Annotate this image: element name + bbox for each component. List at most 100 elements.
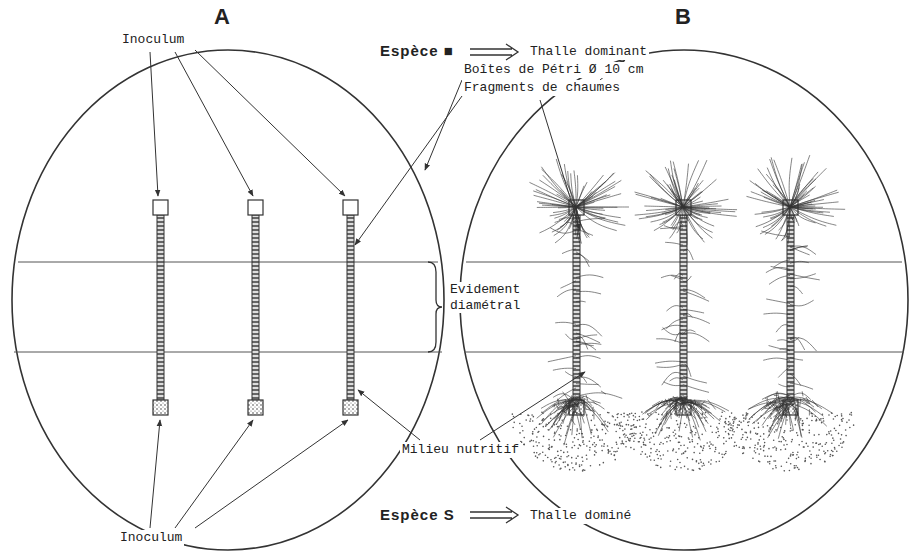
spore-dot bbox=[683, 444, 685, 446]
spore-dot bbox=[673, 448, 675, 450]
spore-dot bbox=[792, 452, 794, 454]
spore-dot bbox=[604, 421, 606, 423]
spore-dot bbox=[791, 430, 793, 432]
spore-dot bbox=[723, 443, 725, 445]
spore-dot bbox=[566, 443, 568, 445]
hypha bbox=[576, 219, 605, 222]
spore-dot bbox=[633, 440, 635, 442]
hypha bbox=[766, 174, 790, 207]
spore-dot bbox=[584, 470, 586, 472]
spore-dot bbox=[512, 413, 514, 415]
hypha bbox=[662, 325, 683, 330]
spore-dot bbox=[824, 460, 826, 462]
hypha bbox=[788, 401, 823, 416]
spore-dot bbox=[800, 418, 802, 420]
spore-dot bbox=[634, 437, 636, 439]
spore-dot bbox=[785, 440, 787, 442]
hypha bbox=[635, 192, 683, 207]
hypha bbox=[774, 160, 790, 207]
hypha bbox=[654, 207, 683, 231]
spore-dot bbox=[669, 465, 671, 467]
hypha bbox=[576, 207, 580, 243]
spore-dot bbox=[849, 427, 851, 429]
spore-dot bbox=[590, 429, 592, 431]
spore-dot bbox=[691, 431, 693, 433]
hypha bbox=[669, 207, 683, 238]
spore-dot bbox=[838, 433, 840, 435]
spore-dot bbox=[576, 430, 578, 432]
hypha bbox=[548, 356, 576, 362]
spore-dot bbox=[619, 437, 621, 439]
spore-dot bbox=[736, 445, 738, 447]
spore-dot bbox=[613, 451, 615, 453]
spore-dot bbox=[697, 443, 699, 445]
spore-dot bbox=[699, 468, 701, 470]
hypha bbox=[790, 200, 824, 207]
spore-dot bbox=[686, 457, 688, 459]
spore-dot bbox=[542, 426, 544, 428]
spore-dot bbox=[690, 429, 692, 431]
hypha bbox=[773, 403, 795, 422]
spore-dot bbox=[825, 452, 827, 454]
hypha bbox=[679, 399, 687, 418]
hypha bbox=[665, 402, 685, 425]
hypha bbox=[683, 207, 687, 245]
spore-dot bbox=[666, 436, 668, 438]
hypha bbox=[664, 403, 665, 405]
spore-dot bbox=[677, 424, 679, 426]
spore-dot bbox=[772, 424, 774, 426]
hypha bbox=[539, 180, 576, 207]
hypha bbox=[671, 207, 683, 228]
spore-dot bbox=[633, 435, 635, 437]
spore-dot bbox=[629, 413, 631, 415]
spore-dot bbox=[822, 413, 824, 415]
spore-dot bbox=[753, 427, 755, 429]
spore-dot bbox=[680, 467, 682, 469]
hypha bbox=[769, 275, 790, 284]
hypha bbox=[765, 401, 785, 413]
spore-dot bbox=[794, 467, 796, 469]
spore-dot bbox=[639, 432, 641, 434]
spore-dot bbox=[735, 418, 737, 420]
spore-dot bbox=[631, 428, 633, 430]
spore-dot bbox=[703, 447, 705, 449]
spore-dot bbox=[718, 452, 720, 454]
spore-dot bbox=[732, 429, 734, 431]
hypha bbox=[580, 402, 609, 432]
part-label: Evidement diamétral bbox=[448, 282, 536, 313]
spore-dot bbox=[733, 417, 735, 419]
spore-dot bbox=[635, 416, 637, 418]
spore-dot bbox=[574, 437, 576, 439]
spore-dot bbox=[821, 445, 823, 447]
spore-dot bbox=[777, 423, 779, 425]
spore-dot bbox=[768, 448, 770, 450]
spore-dot bbox=[831, 412, 833, 414]
spore-dot bbox=[828, 431, 830, 433]
hypha bbox=[655, 400, 679, 433]
spore-dot bbox=[664, 438, 666, 440]
spore-dot bbox=[790, 427, 792, 429]
spore-dot bbox=[684, 466, 686, 468]
spore-dot bbox=[666, 427, 668, 429]
spore-dot bbox=[703, 445, 705, 447]
spore-dot bbox=[840, 438, 842, 440]
spore-dot bbox=[808, 432, 810, 434]
hypha bbox=[683, 385, 709, 393]
leader-lines bbox=[150, 50, 625, 528]
spore-dot bbox=[565, 435, 567, 437]
spore-dot bbox=[759, 461, 761, 463]
spore-dot bbox=[771, 413, 773, 415]
spore-dot bbox=[542, 445, 544, 447]
spore-dot bbox=[563, 443, 565, 445]
spore-dot bbox=[545, 425, 547, 427]
spore-dot bbox=[764, 445, 766, 447]
hypha bbox=[790, 187, 799, 207]
hypha bbox=[790, 286, 803, 294]
hypha bbox=[663, 402, 688, 420]
spore-dot bbox=[595, 452, 597, 454]
spore-dot bbox=[846, 422, 848, 424]
hypha bbox=[693, 408, 694, 411]
spore-dot bbox=[750, 430, 752, 432]
spore-dot bbox=[786, 462, 788, 464]
spore-dot bbox=[590, 465, 592, 467]
